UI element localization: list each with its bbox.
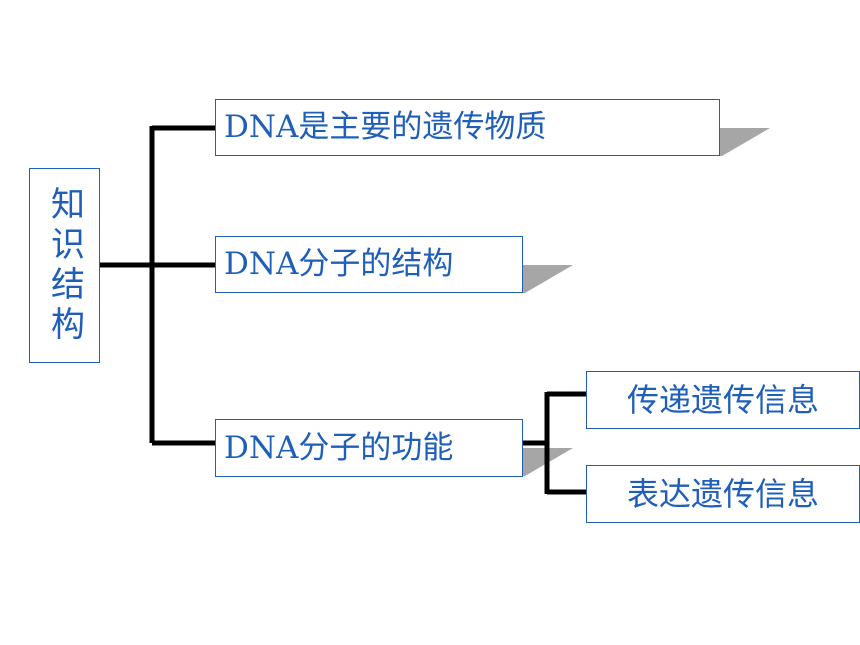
sub-label-express-info: 表达遗传信息 [626, 475, 819, 513]
shadow-tail-dna-structure [523, 265, 573, 293]
branch-label-dna-structure: DNA分子的结构 [224, 246, 454, 282]
branch-node-dna-function: DNA分子的功能 [215, 419, 523, 477]
sub-node-transmit-info: 传递遗传信息 [586, 371, 860, 429]
root-node-label: 知识结构 [44, 185, 85, 346]
branch-label-dna-genetic-material: DNA是主要的遗传物质 [224, 109, 547, 145]
sub-node-express-info: 表达遗传信息 [586, 465, 860, 523]
shadow-tail-dna-genetic-material [720, 128, 770, 156]
branch-node-dna-genetic-material: DNA是主要的遗传物质 [215, 99, 720, 156]
branch-label-dna-function: DNA分子的功能 [224, 429, 454, 466]
root-node-box: 知识结构 [29, 168, 100, 363]
branch-node-dna-structure: DNA分子的结构 [215, 236, 523, 293]
sub-label-transmit-info: 传递遗传信息 [626, 381, 819, 419]
